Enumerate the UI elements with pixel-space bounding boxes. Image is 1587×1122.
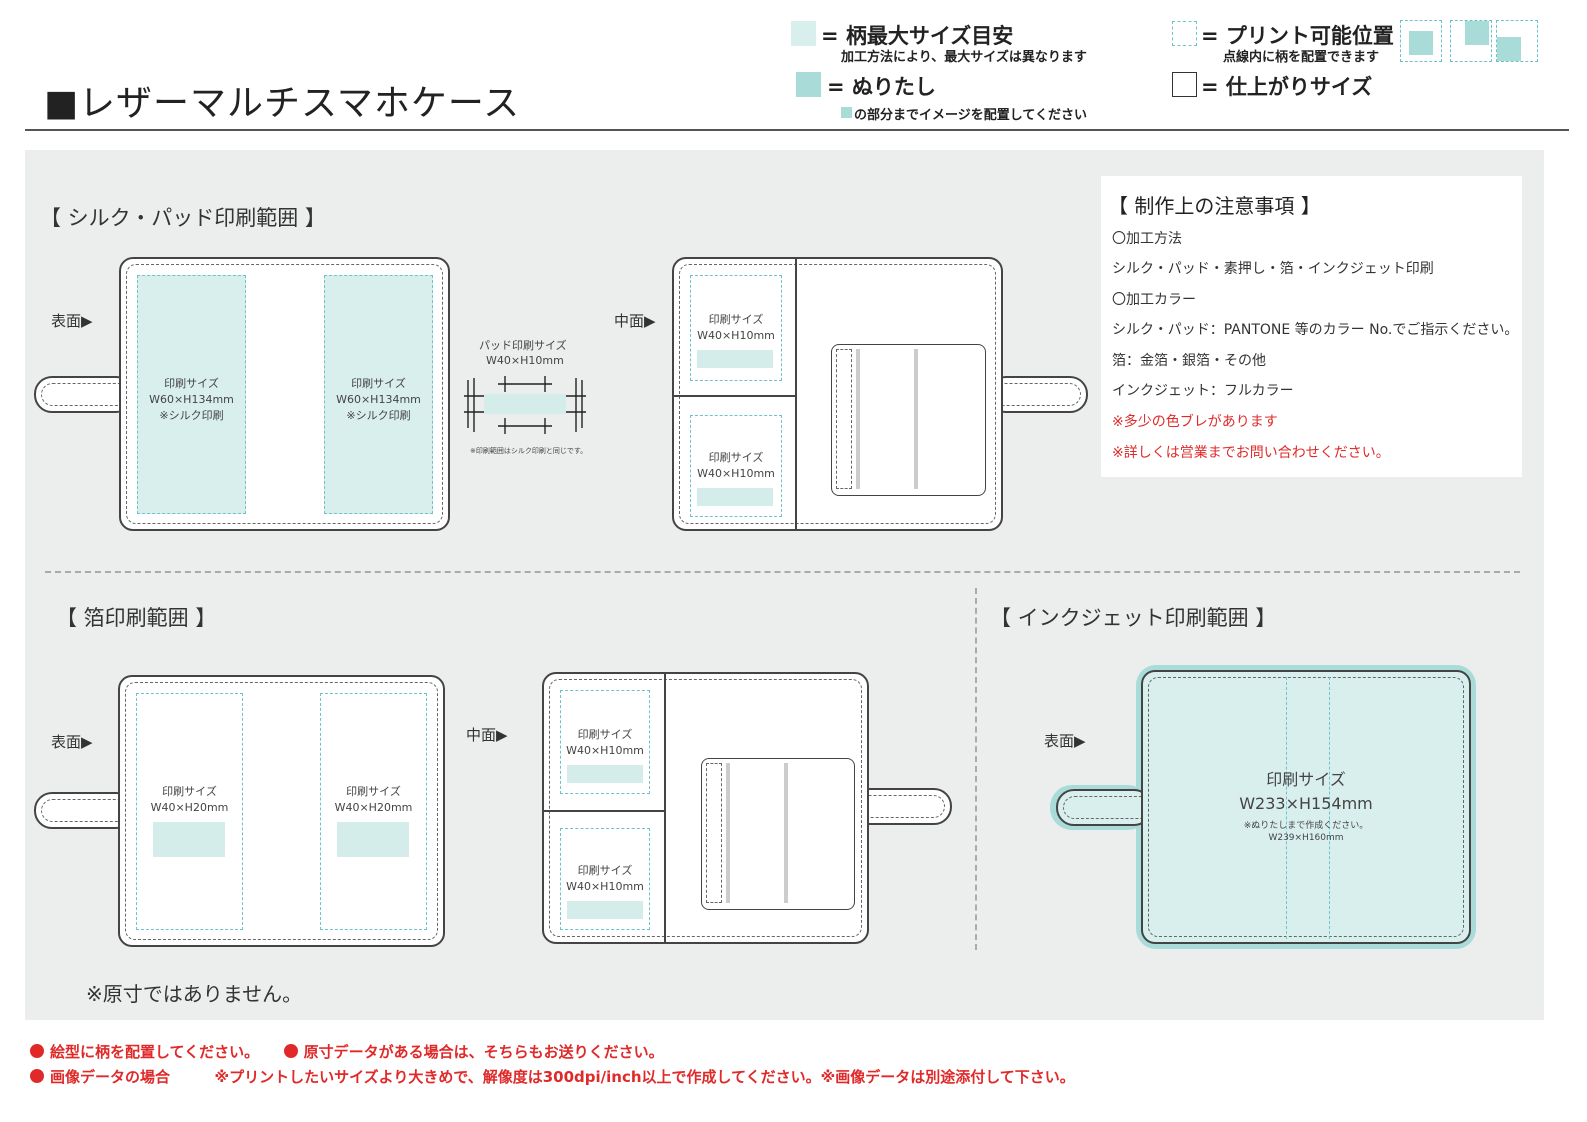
pad-print-diagram [464,376,586,434]
zone-size: W60×H134mm [336,393,421,406]
zone-label: 印刷サイズ [708,313,764,326]
note-item: 〇加工カラー [1112,292,1196,308]
legend-print-position-note: 点線内に柄を配置できます [1223,50,1380,65]
note-item: シルク・パッド：PANTONE 等のカラー No.でご指示ください。 [1112,322,1519,338]
inkjet-front-tab [1056,789,1152,826]
silk-inner-tab [988,376,1088,413]
footer-note: 絵型に柄を配置してください。 [50,1043,260,1061]
inkjet-front-case: 印刷サイズ W233×H154mm ※ぬりたしまで作成ください。 W239×H1… [1141,670,1471,944]
foil-front-label: 表面▶ [51,733,93,751]
not-actual-size-note: ※原寸ではありません。 [86,982,303,1006]
bullet-icon [30,1044,44,1058]
legend-bleed-note: の部分までイメージを配置してください [854,108,1087,123]
silk-zone-right: 印刷サイズ W60×H134mm ※シルク印刷 [324,275,433,514]
bullet-icon [283,1044,298,1058]
silk-inner-zone-top: 印刷サイズ W40×H10mm [690,275,782,381]
header-divider [25,129,1569,131]
zone-label: 印刷サイズ [577,864,633,877]
notes-title: 【 制作上の注意事項 】 [1108,194,1321,218]
card-pocket [831,344,986,496]
footer-note: ※プリントしたいサイズより大きめで、解像度は300dpi/inch以上で作成して… [214,1068,1075,1086]
pad-print-note: ※印刷範囲はシルク印刷と同じです。 [470,447,588,455]
silk-front-label: 表面▶ [51,312,93,330]
max-size-swatch [791,21,816,46]
legend-bleed: = ぬりたし [827,75,936,99]
note-item: 箔：金箔・銀箔・その他 [1112,353,1266,369]
zone-label: 印刷サイズ [351,377,406,390]
zone-label: 印刷サイズ [164,377,219,390]
silk-inner-label: 中面▶ [614,312,656,330]
legend-finish-size: = 仕上がりサイズ [1201,75,1373,99]
card-pocket [701,758,855,910]
section-divider-horizontal [45,571,1520,573]
foil-front-case: 印刷サイズ W40×H20mm 印刷サイズ W40×H20mm [118,675,445,947]
foil-zone-left: 印刷サイズ W40×H20mm [136,693,243,930]
note-item-warning: ※多少の色ブレがあります [1112,414,1278,430]
title-text: ■レザーマルチスマホケース [44,83,521,124]
zone-label: 印刷サイズ [162,785,217,798]
legend-print-position: = プリント可能位置 [1201,24,1394,48]
notes-box [1101,176,1522,477]
note-item-warning: ※詳しくは営業までお問い合わせください。 [1112,445,1390,461]
inkjet-section-title: 【 インクジェット印刷範囲 】 [990,606,1277,630]
foil-section-title: 【 箔印刷範囲 】 [56,606,217,630]
print-position-swatch [1172,21,1197,46]
footer-line-2: 画像データの場合 ※プリントしたいサイズより大きめで、解像度は300dpi/in… [30,1066,1075,1087]
inkjet-size-title: 印刷サイズ [1266,770,1346,789]
inkjet-front-label: 表面▶ [1044,732,1086,750]
foil-inner-zone-bottom: 印刷サイズ W40×H10mm [560,828,650,930]
silk-inner-case: 印刷サイズ W40×H10mm 印刷サイズ W40×H10mm [672,257,1003,531]
position-example-1 [1400,20,1442,62]
footer-note: 原寸データがある場合は、そちらもお送りください。 [303,1043,664,1061]
legend-max-size-note: 加工方法により、最大サイズは異なります [841,50,1087,65]
foil-inner-case: 印刷サイズ W40×H10mm 印刷サイズ W40×H10mm [542,672,869,944]
footer-note: 画像データの場合 [50,1068,171,1086]
zone-note: ※シルク印刷 [159,409,224,422]
bleed-mini-swatch [841,107,852,118]
zone-note: ※シルク印刷 [346,409,411,422]
finish-size-swatch [1172,72,1197,97]
legend-max-size: = 柄最大サイズ目安 [821,24,1014,48]
zone-size: W40×H20mm [150,801,229,814]
silk-zone-left: 印刷サイズ W60×H134mm ※シルク印刷 [137,275,246,514]
zone-size: W40×H20mm [334,801,413,814]
zone-label: 印刷サイズ [346,785,401,798]
foil-zone-right: 印刷サイズ W40×H20mm [320,693,427,930]
section-divider-vertical [975,588,977,950]
position-example-2 [1450,20,1492,62]
zone-label: 印刷サイズ [577,728,633,741]
footer-line-1: 絵型に柄を配置してください。 原寸データがある場合は、そちらもお送りください。 [30,1041,664,1062]
foil-inner-label: 中面▶ [466,726,508,744]
zone-size: W40×H10mm [566,880,644,893]
zone-size: W40×H10mm [566,744,644,757]
note-item: 〇加工方法 [1112,231,1182,247]
zone-label: 印刷サイズ [708,451,764,464]
inkjet-bleed-size: W239×H160mm [1268,833,1344,843]
zone-size: W60×H134mm [149,393,234,406]
position-example-3 [1496,20,1538,62]
foil-inner-zone-top: 印刷サイズ W40×H10mm [560,690,650,794]
silk-front-case: 印刷サイズ W60×H134mm ※シルク印刷 印刷サイズ W60×H134mm… [119,257,450,531]
silk-inner-zone-bottom: 印刷サイズ W40×H10mm [690,415,782,517]
bullet-icon [30,1069,44,1083]
page-title: ■レザーマルチスマホケース [44,74,520,126]
zone-size: W40×H10mm [697,329,775,342]
pad-print-size: W40×H10mm [486,354,564,367]
note-item: シルク・パッド・素押し・箔・インクジェット印刷 [1112,261,1434,277]
silk-section-title: 【 シルク・パッド印刷範囲 】 [40,206,326,230]
note-item: インクジェット：フルカラー [1112,383,1294,399]
inkjet-size: W233×H154mm [1239,794,1373,813]
pad-print-title: パッド印刷サイズ [479,339,567,352]
zone-size: W40×H10mm [697,467,775,480]
inkjet-bleed-note: ※ぬりたしまで作成ください。 [1243,821,1369,831]
bleed-swatch [796,72,821,97]
